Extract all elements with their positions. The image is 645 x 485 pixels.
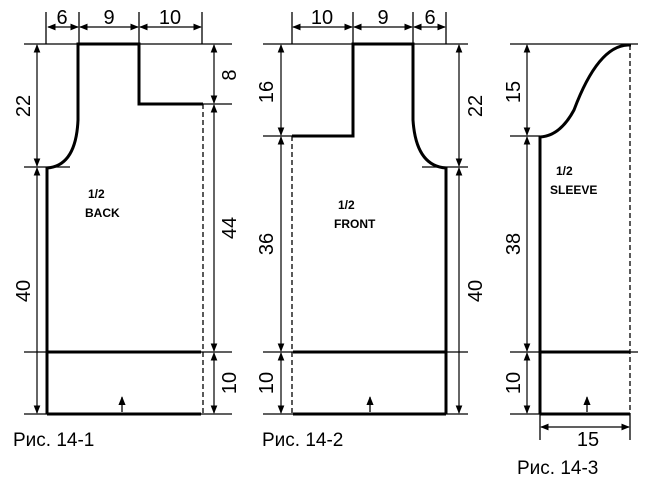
sleeve-caption: Рис. 14-3	[517, 458, 598, 479]
front-dim-top-b: 9	[377, 7, 388, 29]
front-dim-left-upper: 16	[256, 81, 278, 103]
back-label-fraction: 1/2	[88, 187, 105, 201]
sleeve-dim-left-cap: 15	[503, 81, 525, 103]
sleeve-dim-bottom: 15	[577, 429, 599, 451]
front-dim-right-lower: 40	[465, 280, 487, 302]
sleeve-dim-left-mid: 38	[503, 233, 525, 255]
front-outline	[292, 42, 448, 414]
back-dim-top-c: 10	[159, 7, 181, 29]
front-caption: Рис. 14-2	[262, 430, 343, 451]
back-dim-right-bottom: 10	[219, 372, 241, 394]
sleeve-label-fraction: 1/2	[556, 164, 573, 178]
back-dim-right-neck: 8	[219, 69, 241, 80]
sleeve-piece: 15 38 10 15 1/2 SLEEVE Рис. 14-3	[503, 43, 638, 479]
back-piece: 6 9 10 22 40 8 44 10 1/2 BACK Рис. 14-1	[13, 7, 241, 451]
front-dim-right-upper: 22	[465, 95, 487, 117]
sleeve-outline	[538, 43, 631, 414]
sleeve-label-name: SLEEVE	[550, 183, 597, 197]
back-caption: Рис. 14-1	[13, 430, 94, 451]
back-dim-left-lower: 40	[13, 280, 35, 302]
back-label-name: BACK	[85, 206, 120, 220]
back-dim-left-upper: 22	[13, 95, 35, 117]
sleeve-dim-left-bottom: 10	[503, 372, 525, 394]
front-label-name: FRONT	[334, 217, 376, 231]
back-dim-top-a: 6	[56, 7, 67, 29]
back-outline	[45, 42, 203, 414]
front-label-fraction: 1/2	[338, 198, 355, 212]
back-dim-right-mid: 44	[219, 217, 241, 239]
front-piece: 10 9 6 16 36 10 22 40 1/2 FRONT Рис. 14-…	[256, 7, 487, 451]
front-dim-left-bottom: 10	[256, 372, 278, 394]
front-dim-left-mid: 36	[256, 233, 278, 255]
front-dim-top-c: 6	[424, 7, 435, 29]
back-dim-top-b: 9	[103, 7, 114, 29]
front-dim-top-a: 10	[311, 7, 333, 29]
